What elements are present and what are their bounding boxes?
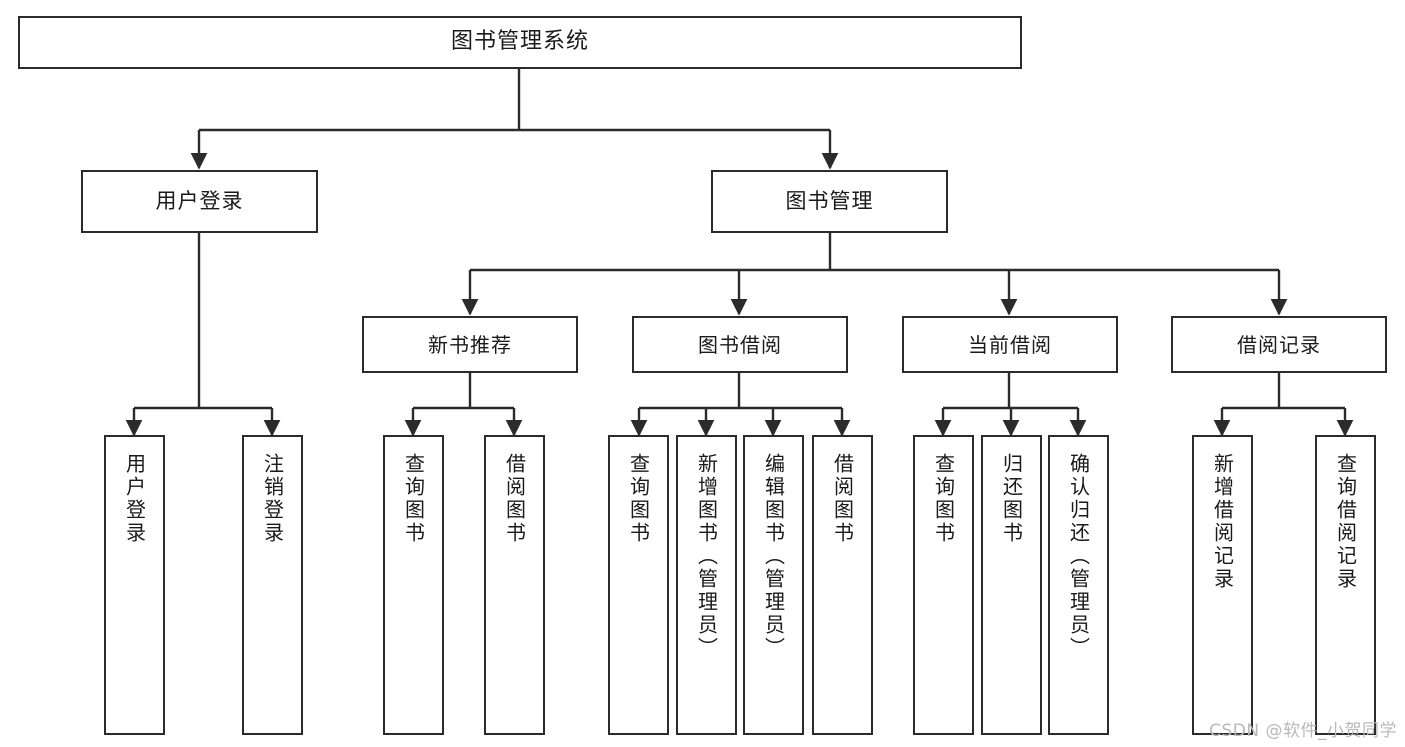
- leaf-query-book-2[interactable]: 查询图书: [608, 435, 669, 735]
- leaf-edit-book-label: 编辑图书（管理员）: [761, 453, 786, 660]
- leaf-confirm-return[interactable]: 确认归还（管理员）: [1048, 435, 1109, 735]
- node-user-login[interactable]: 用户登录: [81, 170, 318, 233]
- leaf-confirm-return-label: 确认归还（管理员）: [1066, 453, 1091, 660]
- node-root-label: 图书管理系统: [450, 29, 589, 55]
- leaf-borrow-book-1-label: 借阅图书: [502, 453, 527, 545]
- leaf-logout-label: 注销登录: [260, 453, 285, 545]
- leaf-return-book-label: 归还图书: [999, 453, 1024, 545]
- node-current-borrow[interactable]: 当前借阅: [902, 316, 1118, 373]
- node-new-book-rec[interactable]: 新书推荐: [362, 316, 578, 373]
- leaf-add-record[interactable]: 新增借阅记录: [1192, 435, 1253, 735]
- leaf-query-book-2-label: 查询图书: [626, 453, 651, 545]
- node-root[interactable]: 图书管理系统: [18, 16, 1022, 69]
- node-book-borrow-label: 图书借阅: [698, 332, 782, 357]
- leaf-query-record[interactable]: 查询借阅记录: [1315, 435, 1376, 735]
- leaf-query-book-1-label: 查询图书: [401, 453, 426, 545]
- leaf-borrow-book-2-label: 借阅图书: [830, 453, 855, 545]
- node-user-login-label: 用户登录: [155, 188, 244, 213]
- leaf-borrow-book-1[interactable]: 借阅图书: [484, 435, 545, 735]
- leaf-query-book-3-label: 查询图书: [931, 453, 956, 545]
- leaf-edit-book[interactable]: 编辑图书（管理员）: [743, 435, 804, 735]
- node-book-borrow[interactable]: 图书借阅: [632, 316, 848, 373]
- watermark: CSDN @软件_小贺同学: [1209, 721, 1397, 741]
- leaf-user-login-label: 用户登录: [122, 453, 147, 545]
- node-borrow-record-label: 借阅记录: [1237, 332, 1321, 357]
- leaf-borrow-book-2[interactable]: 借阅图书: [812, 435, 873, 735]
- leaf-return-book[interactable]: 归还图书: [981, 435, 1042, 735]
- node-book-manage[interactable]: 图书管理: [711, 170, 948, 233]
- node-borrow-record[interactable]: 借阅记录: [1171, 316, 1387, 373]
- leaf-add-book[interactable]: 新增图书（管理员）: [676, 435, 737, 735]
- node-new-book-rec-label: 新书推荐: [428, 332, 512, 357]
- leaf-add-record-label: 新增借阅记录: [1210, 453, 1235, 591]
- leaf-query-record-label: 查询借阅记录: [1333, 453, 1358, 591]
- node-current-borrow-label: 当前借阅: [968, 332, 1052, 357]
- leaf-user-login[interactable]: 用户登录: [104, 435, 165, 735]
- leaf-query-book-1[interactable]: 查询图书: [383, 435, 444, 735]
- leaf-query-book-3[interactable]: 查询图书: [913, 435, 974, 735]
- leaf-logout[interactable]: 注销登录: [242, 435, 303, 735]
- node-book-manage-label: 图书管理: [785, 188, 874, 213]
- leaf-add-book-label: 新增图书（管理员）: [694, 453, 719, 660]
